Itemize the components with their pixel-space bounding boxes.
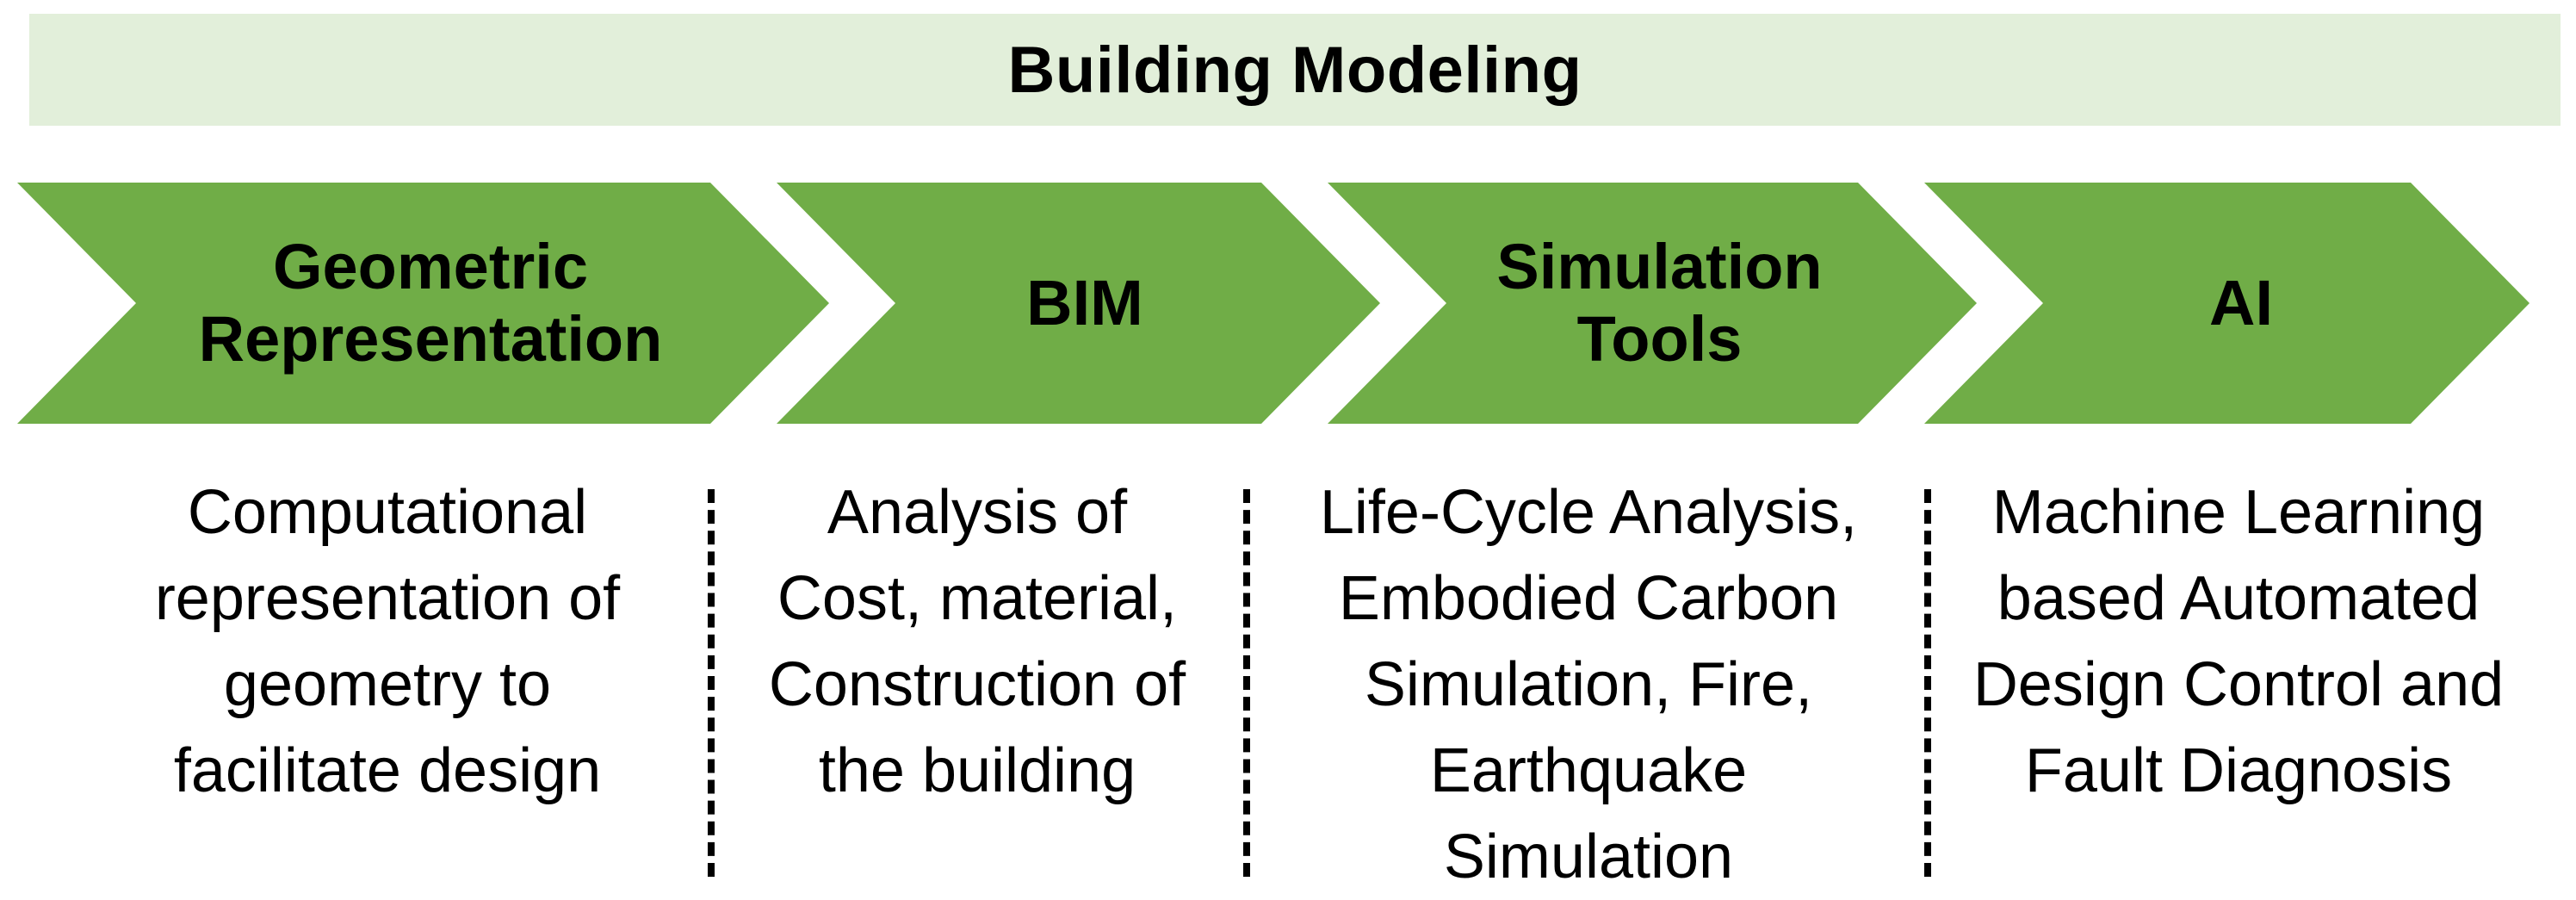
chevron-geometric-representation <box>17 183 829 424</box>
stage-title-geometric-representation: Geometric Representation <box>198 231 663 375</box>
stage-description-simulation-tools: Life-Cycle Analysis, Embodied Carbon Sim… <box>1319 478 1858 891</box>
building-modeling-banner: Building Modeling <box>29 14 2561 126</box>
stage-description-ai: Machine Learning based Automated Design … <box>1972 478 2505 805</box>
divider-3 <box>1924 489 1931 877</box>
stage-title-ai: AI <box>2209 267 2273 338</box>
chevron-ai <box>1924 183 2530 424</box>
divider-2 <box>1243 489 1250 877</box>
stage-description-bim: Analysis of Cost, material, Construction… <box>768 478 1186 805</box>
divider-1 <box>708 489 715 877</box>
banner-title: Building Modeling <box>1007 33 1582 107</box>
stage-title-simulation-tools: Simulation Tools <box>1496 231 1823 375</box>
chevron-simulation-tools <box>1328 183 1977 424</box>
stage-description-geometric-representation: Computational representation of geometry… <box>154 478 621 805</box>
stage-title-bim: BIM <box>1026 267 1143 338</box>
chevron-bim <box>777 183 1380 424</box>
